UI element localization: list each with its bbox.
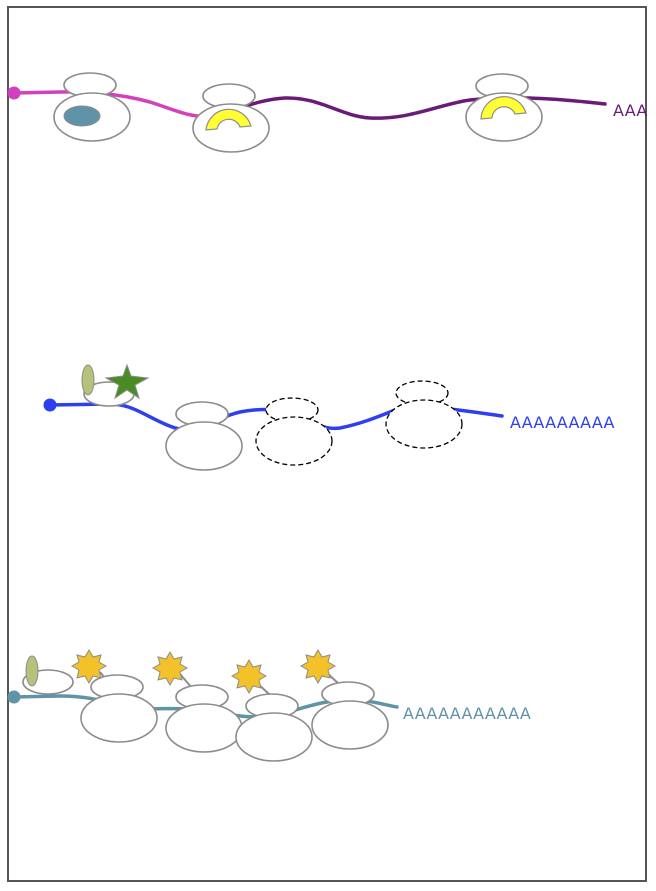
five-prime-cap-bottom — [7, 690, 21, 704]
mrna-strand-top — [208, 96, 607, 120]
polya-tail-top: AAA — [613, 101, 648, 120]
olive-oval-middle — [81, 364, 95, 396]
ribosome-bottom-3 — [235, 693, 313, 762]
starburst-icon-4 — [299, 648, 337, 685]
panel-top: AAA — [7, 72, 648, 153]
initiation-complex-bottom — [22, 655, 74, 695]
polya-tail-middle: AAAAAAAAA — [510, 413, 615, 432]
olive-oval-bottom — [25, 655, 39, 687]
ribosome-bottom-1 — [80, 674, 158, 743]
yellow-arc-2 — [480, 96, 527, 120]
ribosome-bottom-2 — [165, 684, 243, 753]
panel-bottom: AAAAAAAAAAA — [7, 648, 531, 762]
initiation-complex — [81, 363, 150, 407]
starburst-icon-2 — [151, 650, 189, 687]
figure-frame — [7, 6, 647, 882]
five-prime-cap-middle — [43, 398, 57, 412]
five-prime-cap-top — [7, 86, 21, 100]
ribosome-top-2 — [192, 83, 270, 153]
yellow-arc-1 — [205, 108, 252, 131]
ribosome-middle-dashed-2 — [385, 380, 463, 449]
starburst-icon-1 — [70, 648, 108, 685]
starburst-icon-3 — [230, 658, 268, 695]
polya-tail-bottom: AAAAAAAAAAA — [403, 704, 531, 723]
ribosome-top-3 — [465, 73, 543, 142]
green-star-icon — [104, 363, 150, 400]
ribosome-top-1 — [53, 72, 131, 142]
ribosome-middle-1 — [165, 401, 243, 471]
ribosome-bottom-4 — [311, 681, 389, 750]
panel-middle: AAAAAAAAA — [43, 363, 615, 471]
ribosome-middle-dashed-1 — [255, 397, 333, 466]
teal-oval — [63, 105, 101, 127]
